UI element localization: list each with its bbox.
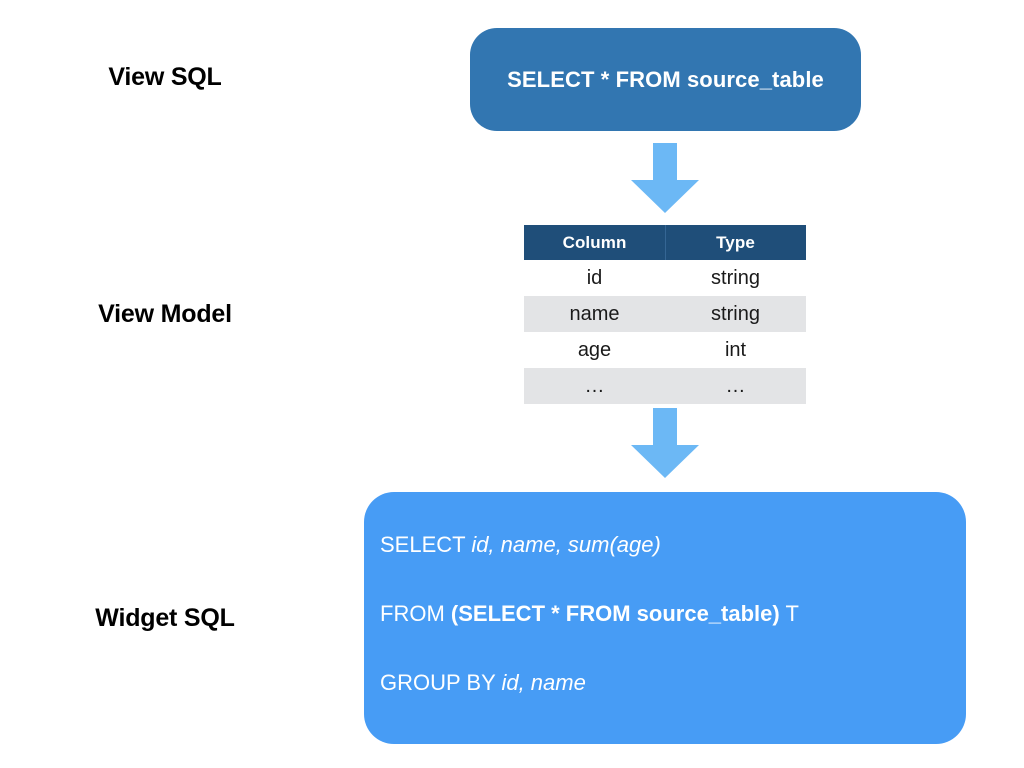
table-header-type: Type (665, 225, 806, 260)
sql-alias: T (779, 601, 799, 626)
cell-column: age (524, 332, 665, 368)
table-header-row: Column Type (524, 225, 806, 260)
cell-column: name (524, 296, 665, 332)
widget-sql-line-select: SELECT id, name, sum(age) (380, 534, 966, 556)
cell-column: id (524, 260, 665, 296)
table-row: id string (524, 260, 806, 296)
cell-type: int (665, 332, 806, 368)
arrow-down-icon (631, 408, 699, 478)
cell-type: … (665, 368, 806, 404)
table-header-column: Column (524, 225, 665, 260)
sql-groupby-list: id, name (501, 670, 586, 695)
cell-type: string (665, 260, 806, 296)
sql-select-list: id, name, sum(age) (471, 532, 661, 557)
table-row: … … (524, 368, 806, 404)
widget-sql-box: SELECT id, name, sum(age) FROM (SELECT *… (364, 492, 966, 744)
sql-keyword-select: SELECT (380, 532, 472, 557)
sql-subquery: (SELECT * FROM source_table) (450, 601, 780, 626)
view-model-table: Column Type id string name string age in… (524, 225, 806, 404)
table-row: age int (524, 332, 806, 368)
label-view-model: View Model (98, 300, 232, 328)
sql-keyword-from: FROM (380, 601, 451, 626)
widget-sql-line-groupby: GROUP BY id, name (380, 672, 966, 694)
label-view-sql: View SQL (108, 63, 222, 91)
table-row: name string (524, 296, 806, 332)
cell-type: string (665, 296, 806, 332)
arrow-down-icon (631, 143, 699, 213)
cell-column: … (524, 368, 665, 404)
widget-sql-line-from: FROM (SELECT * FROM source_table) T (380, 603, 966, 625)
sql-keyword-groupby: GROUP BY (380, 670, 502, 695)
view-sql-box: SELECT * FROM source_table (470, 28, 861, 131)
label-widget-sql: Widget SQL (95, 604, 235, 632)
view-sql-query-text: SELECT * FROM source_table (507, 66, 824, 92)
